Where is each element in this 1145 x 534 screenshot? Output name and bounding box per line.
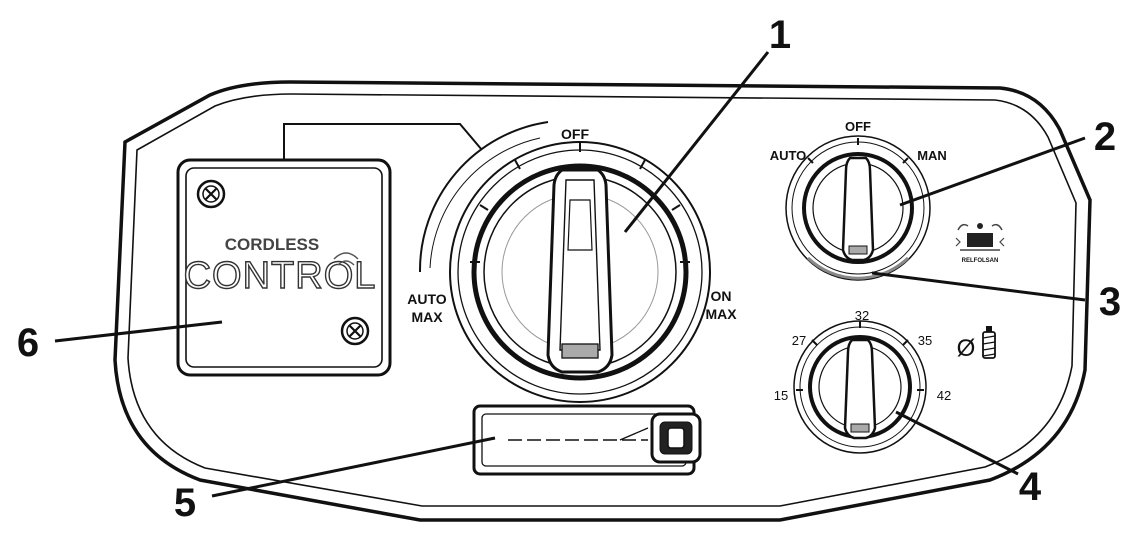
screw-icon: [196, 179, 226, 209]
callout-2: 2: [1094, 115, 1116, 159]
main-knob-on-max-label-2: MAX: [705, 306, 737, 322]
mode-knob-indicator-ring: [806, 256, 910, 280]
diameter-tick-32: 32: [855, 308, 869, 323]
main-knob-off-label: OFF: [561, 126, 589, 142]
main-knob-scale: [418, 121, 549, 273]
callout-leaders: [54, 51, 1086, 498]
mode-knob-grip: [841, 156, 875, 262]
cover-label-line1: CORDLESS: [225, 235, 319, 254]
cover-cable: [283, 123, 483, 160]
diameter-tick-27: 27: [792, 333, 806, 348]
main-knob-on-max-label-1: ON: [711, 288, 732, 304]
diameter-tick-35: 35: [918, 333, 932, 348]
diameter-tick-42: 42: [937, 388, 951, 403]
main-knob-auto-max-label-2: MAX: [411, 309, 443, 325]
callout-6: 6: [17, 321, 39, 365]
mode-knob[interactable]: AUTO OFF MAN: [770, 119, 947, 281]
diameter-tick-15: 15: [774, 388, 788, 403]
main-knob-auto-max-label-1: AUTO: [407, 291, 447, 307]
callout-3: 3: [1099, 280, 1121, 324]
cordless-control-cover[interactable]: CORDLESS CONTROL: [176, 158, 392, 377]
callout-1: 1: [769, 13, 791, 57]
callout-4: 4: [1019, 465, 1042, 509]
mode-knob-auto-label: AUTO: [770, 148, 807, 163]
mode-knob-man-label: MAN: [917, 148, 947, 163]
screw-icon: [340, 316, 370, 346]
diameter-knob-grip: [843, 338, 877, 440]
relay-fan-icon-text: RELFOLSAN: [962, 258, 999, 264]
mode-knob-off-label: OFF: [845, 119, 871, 134]
callout-5: 5: [174, 481, 196, 525]
release-button[interactable]: [650, 412, 702, 464]
signal-arcs-icon: [333, 252, 359, 266]
diameter-knob[interactable]: 15 27 32 35 42: [774, 308, 951, 454]
diameter-screw-icon: Ø: [957, 326, 996, 362]
relay-fan-icon: RELFOLSAN: [955, 223, 1005, 264]
diameter-symbol: Ø: [957, 335, 976, 362]
